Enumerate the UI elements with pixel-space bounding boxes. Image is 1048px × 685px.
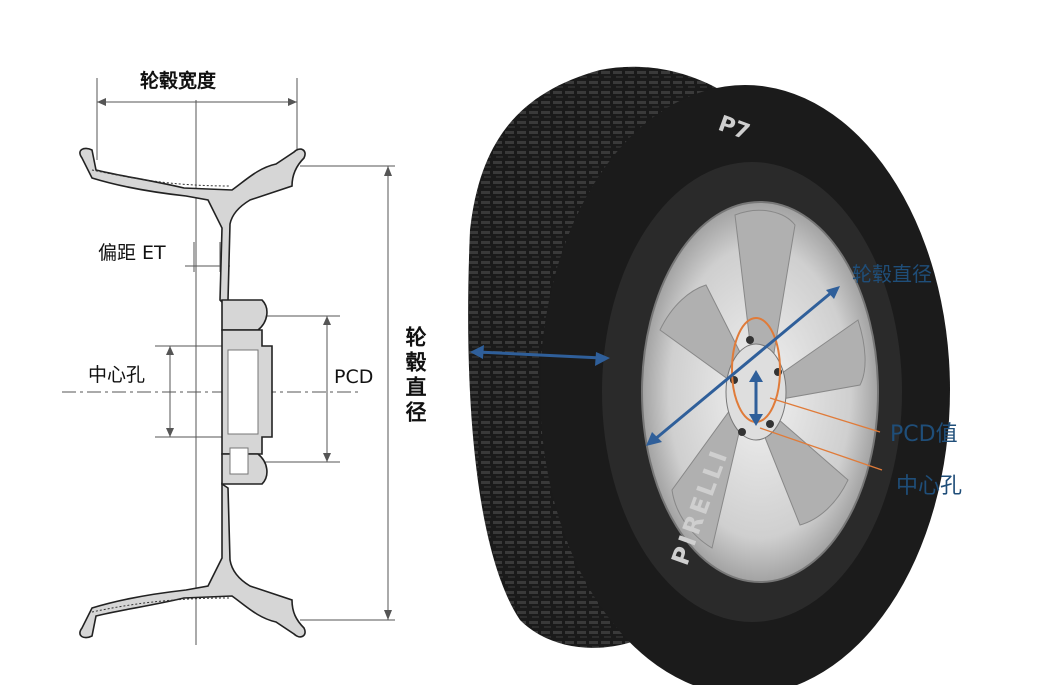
rim-diameter-label-left: 轮毂直径 xyxy=(403,326,427,426)
pcd-value-label: PCD值 xyxy=(890,422,958,447)
center-bore-label-right: 中心孔 xyxy=(896,474,963,499)
rim-spokes xyxy=(659,209,866,549)
center-bore-label-left: 中心孔 xyxy=(88,364,146,386)
pcd-label-left: PCD xyxy=(334,366,374,388)
rim-diameter-label-right: 轮毂直径 xyxy=(852,262,932,286)
offset-et-label: 偏距 ET xyxy=(98,242,166,264)
rim-width-label: 轮毂宽度 xyxy=(140,70,217,92)
